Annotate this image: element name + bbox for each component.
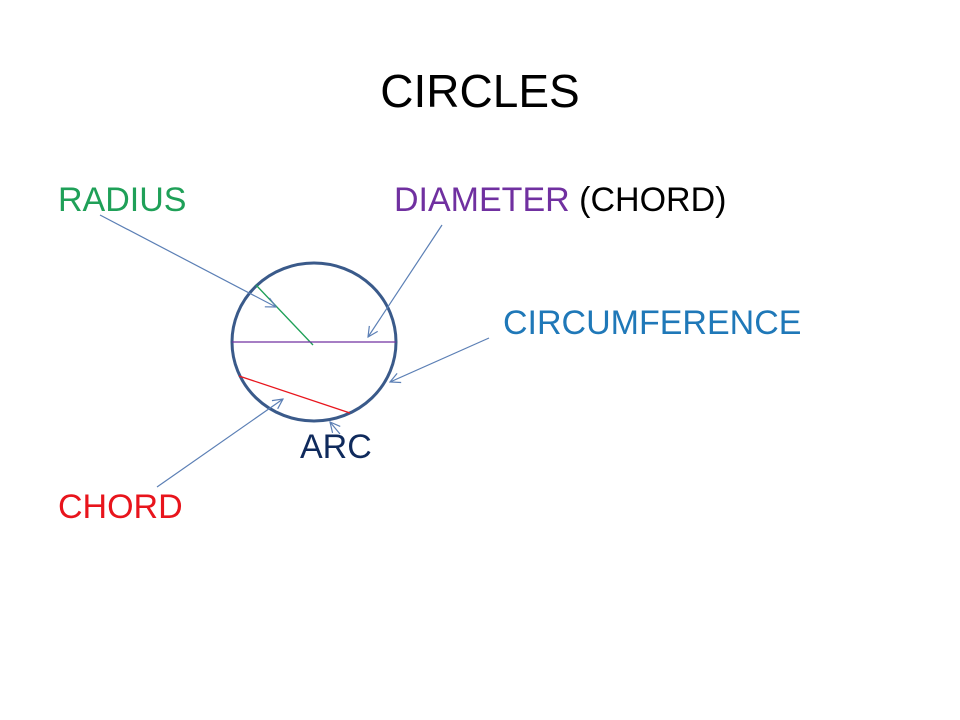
- diameter-label-group: DIAMETER (CHORD): [394, 183, 726, 217]
- slide-title: CIRCLES: [380, 65, 580, 117]
- radius-label: RADIUS: [58, 181, 187, 219]
- arc-label: ARC: [300, 428, 372, 466]
- radius-arrow: [99, 214, 276, 307]
- chord-arrow: [156, 399, 283, 488]
- arc-arrow: [330, 422, 340, 435]
- chord-label: CHORD: [58, 488, 183, 526]
- diameter-label: DIAMETER: [394, 181, 570, 219]
- diameter-arrow: [368, 224, 443, 337]
- chord-line: [238, 375, 351, 414]
- radius-line: [255, 284, 314, 346]
- circumference-arrow: [390, 337, 490, 382]
- diameter-note: (CHORD): [579, 181, 727, 219]
- circumference-label: CIRCUMFERENCE: [503, 304, 802, 342]
